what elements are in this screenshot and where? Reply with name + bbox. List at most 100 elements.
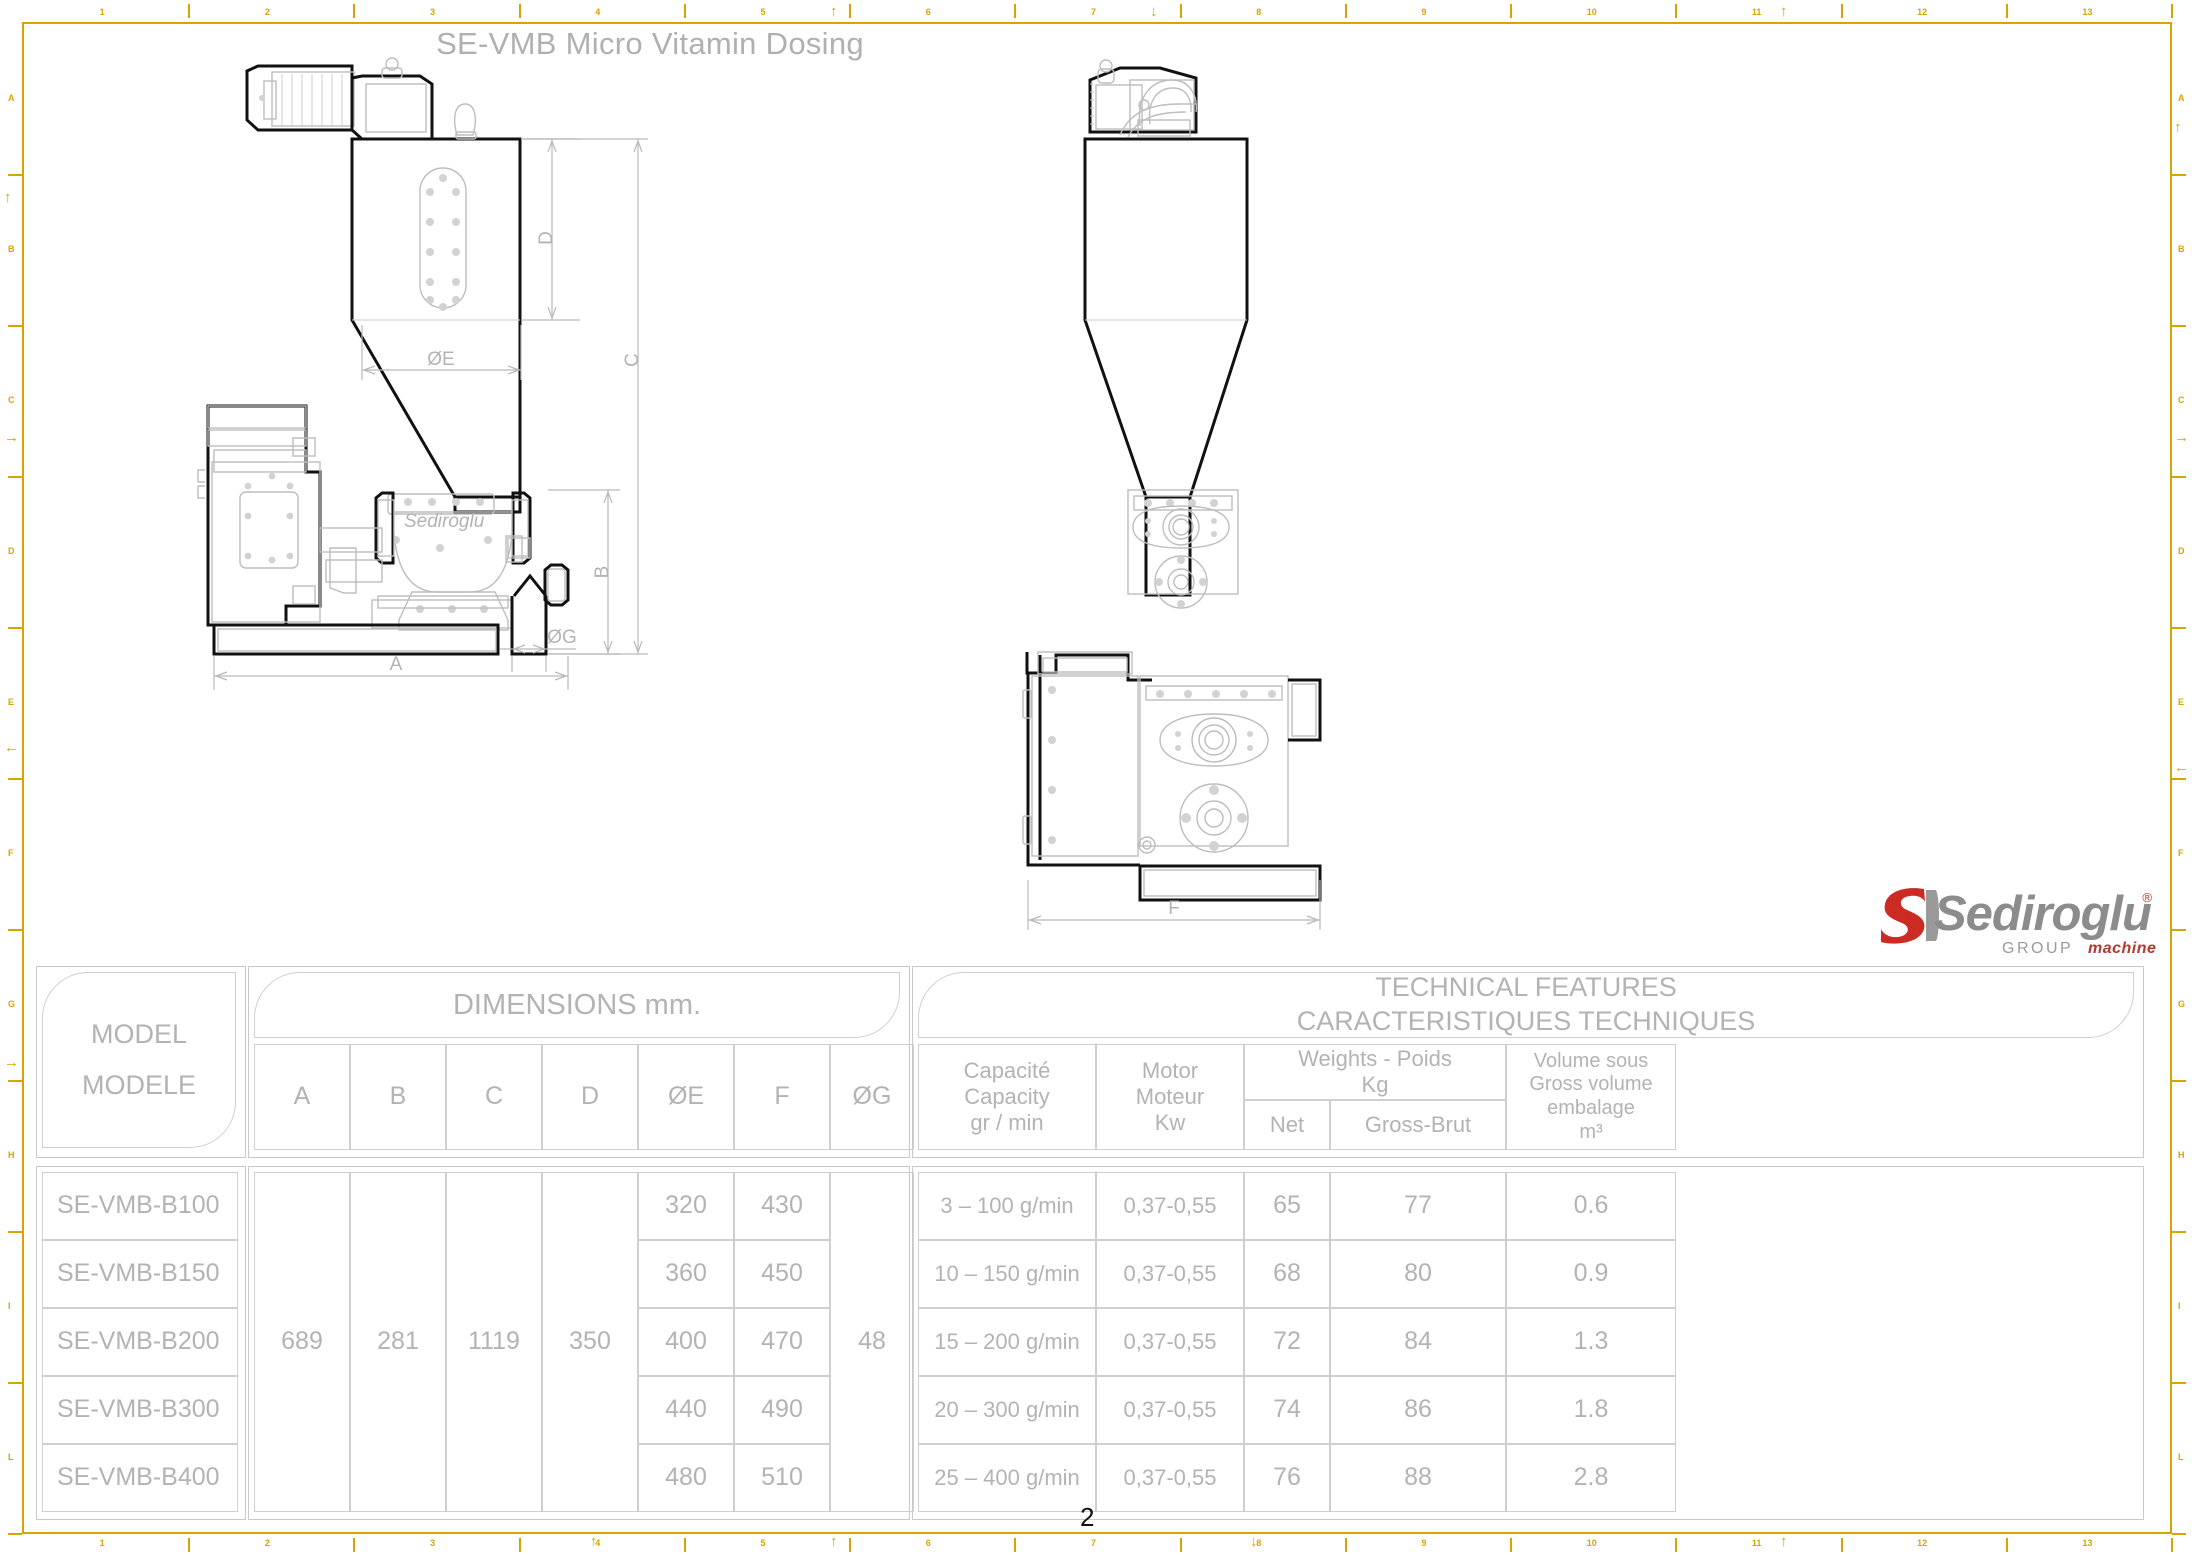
ruler-letter-B: B xyxy=(8,243,15,254)
ruler-arrow-icon: ← xyxy=(2174,759,2189,776)
table-row-capacity[interactable]: 15 – 200 g/min xyxy=(918,1308,1096,1376)
table-row-model[interactable]: SE-VMB-B400 xyxy=(42,1444,238,1512)
table-row-diameter-e[interactable]: 400 xyxy=(638,1308,734,1376)
ruler-tick xyxy=(1840,4,1843,18)
ruler-tick xyxy=(8,476,22,478)
table-merged-diameter-g: 48 xyxy=(830,1172,914,1512)
table-row-capacity[interactable]: 10 – 150 g/min xyxy=(918,1240,1096,1308)
ruler-arrow-icon: → xyxy=(4,429,19,446)
table-row-f[interactable]: 430 xyxy=(734,1172,830,1240)
weights-gross-header: Gross-Brut xyxy=(1330,1100,1506,1150)
table-row-volume[interactable]: 1.8 xyxy=(1506,1376,1676,1444)
ruler-tick xyxy=(518,4,521,18)
logo-s-mark-icon xyxy=(1881,888,1939,944)
dimensions-body-box xyxy=(248,1166,910,1520)
table-row-net-weight[interactable]: 74 xyxy=(1244,1376,1330,1444)
frame-bottom-line xyxy=(22,1532,2172,1534)
table-row-f[interactable]: 450 xyxy=(734,1240,830,1308)
table-row-gross-weight[interactable]: 86 xyxy=(1330,1376,1506,1444)
table-row-f[interactable]: 470 xyxy=(734,1308,830,1376)
ruler-tick xyxy=(188,1538,191,1552)
table-row-model[interactable]: SE-VMB-B200 xyxy=(42,1308,238,1376)
ruler-arrow-icon: → xyxy=(4,1054,19,1071)
svg-text:Sediroglu: Sediroglu xyxy=(404,511,485,532)
table-row-motor[interactable]: 0,37-0,55 xyxy=(1096,1444,1244,1512)
dimensions-group-box xyxy=(248,966,910,1158)
dimension-column-header-D: D xyxy=(542,1044,638,1150)
ruler-letter-A: A xyxy=(2178,92,2185,103)
table-row-net-weight[interactable]: 72 xyxy=(1244,1308,1330,1376)
ruler-tick xyxy=(1179,4,1182,18)
table-row-motor[interactable]: 0,37-0,55 xyxy=(1096,1172,1244,1240)
table-row-gross-weight[interactable]: 84 xyxy=(1330,1308,1506,1376)
table-row-volume[interactable]: 0.6 xyxy=(1506,1172,1676,1240)
ruler-tick xyxy=(2172,778,2186,780)
table-row-volume[interactable]: 1.3 xyxy=(1506,1308,1676,1376)
ruler-letter-C: C xyxy=(8,394,15,405)
ruler-letter-G: G xyxy=(8,998,16,1009)
ruler-number-12: 12 xyxy=(1917,1538,1928,1548)
ruler-tick xyxy=(2172,1382,2186,1384)
logo-machine-text: machine xyxy=(2088,940,2157,957)
table-row-gross-weight[interactable]: 77 xyxy=(1330,1172,1506,1240)
table-row-gross-weight[interactable]: 80 xyxy=(1330,1240,1506,1308)
ruler-letter-E: E xyxy=(2178,696,2185,707)
table-row-model[interactable]: SE-VMB-B150 xyxy=(42,1240,238,1308)
table-row-net-weight[interactable]: 76 xyxy=(1244,1444,1330,1512)
ruler-letter-L: L xyxy=(8,1451,14,1462)
dimension-column-header-B: B xyxy=(350,1044,446,1150)
frame-right-line xyxy=(2170,22,2172,1534)
ruler-number-9: 9 xyxy=(1421,1538,1427,1548)
ruler-tick xyxy=(2172,1231,2186,1233)
table-row-f[interactable]: 510 xyxy=(734,1444,830,1512)
table-row-diameter-e[interactable]: 480 xyxy=(638,1444,734,1512)
table-row-capacity[interactable]: 25 – 400 g/min xyxy=(918,1444,1096,1512)
ruler-arrow-icon: ↓ xyxy=(1150,3,1158,20)
table-row-diameter-e[interactable]: 440 xyxy=(638,1376,734,1444)
table-row-diameter-e[interactable]: 360 xyxy=(638,1240,734,1308)
table-row-capacity[interactable]: 3 – 100 g/min xyxy=(918,1172,1096,1240)
ruler-number-5: 5 xyxy=(760,1538,766,1548)
table-row-motor[interactable]: 0,37-0,55 xyxy=(1096,1308,1244,1376)
table-row-gross-weight[interactable]: 88 xyxy=(1330,1444,1506,1512)
table-row-net-weight[interactable]: 68 xyxy=(1244,1240,1330,1308)
ruler-tick xyxy=(8,1080,22,1082)
table-row-capacity[interactable]: 20 – 300 g/min xyxy=(918,1376,1096,1444)
ruler-tick xyxy=(1014,1538,1017,1552)
ruler-tick xyxy=(2172,1533,2186,1535)
table-row-motor[interactable]: 0,37-0,55 xyxy=(1096,1376,1244,1444)
ruler-number-1: 1 xyxy=(99,1538,105,1548)
table-row-net-weight[interactable]: 65 xyxy=(1244,1172,1330,1240)
ruler-letter-H: H xyxy=(8,1149,15,1160)
ruler-tick xyxy=(683,1538,686,1552)
dimension-column-header-A: A xyxy=(254,1044,350,1150)
table-row-f[interactable]: 490 xyxy=(734,1376,830,1444)
table-row-model[interactable]: SE-VMB-B100 xyxy=(42,1172,238,1240)
table-row-motor[interactable]: 0,37-0,55 xyxy=(1096,1240,1244,1308)
ruler-tick xyxy=(849,1538,852,1552)
logo-group-text: GROUP xyxy=(2002,940,2074,957)
ruler-tick xyxy=(8,627,22,629)
table-row-volume[interactable]: 2.8 xyxy=(1506,1444,1676,1512)
model-header-line2: MODELE xyxy=(81,1070,197,1100)
model-body-box xyxy=(36,1166,246,1520)
ruler-tick xyxy=(2172,627,2186,629)
ruler-number-11: 11 xyxy=(1751,1538,1762,1548)
table-row-diameter-e[interactable]: 320 xyxy=(638,1172,734,1240)
dimension-column-header-F: F xyxy=(734,1044,830,1150)
svg-text:C: C xyxy=(622,353,643,367)
table-row-volume[interactable]: 0.9 xyxy=(1506,1240,1676,1308)
ruler-tick xyxy=(8,929,22,931)
ruler-letter-G: G xyxy=(2178,998,2186,1009)
table-row-model[interactable]: SE-VMB-B300 xyxy=(42,1376,238,1444)
ruler-letter-E: E xyxy=(8,696,15,707)
ruler-number-4: 4 xyxy=(595,7,601,17)
table-merged-a: 689 xyxy=(254,1172,350,1512)
ruler-tick xyxy=(1510,4,1513,18)
dimension-column-header-C: C xyxy=(446,1044,542,1150)
ruler-arrow-icon: ← xyxy=(4,739,19,756)
ruler-letter-D: D xyxy=(2178,545,2185,556)
svg-text:F: F xyxy=(1168,898,1180,919)
